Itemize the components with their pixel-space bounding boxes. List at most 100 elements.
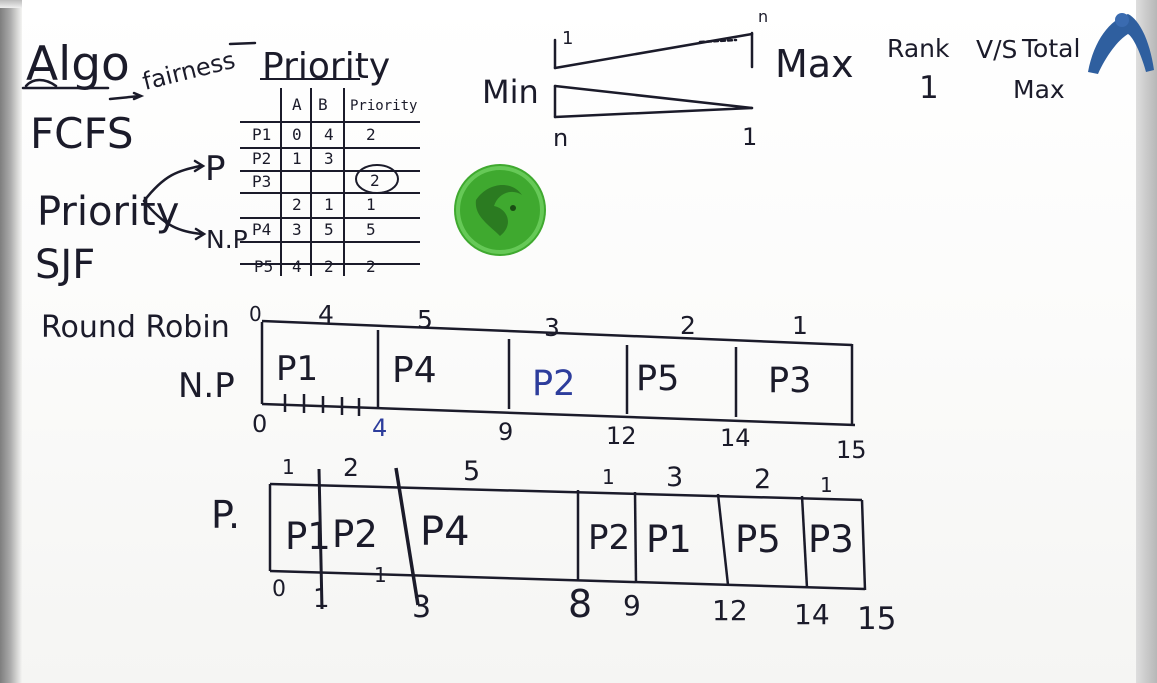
gantt-np-process-3: P2: [532, 364, 575, 404]
priority-branch-np: [142, 199, 204, 236]
gantt-np-label: N.P: [178, 366, 235, 406]
table-header-priority: Priority: [350, 98, 417, 114]
gantt-p-process-1: P1: [285, 515, 331, 558]
gantt-np-process-1: P1: [276, 349, 318, 389]
gantt-np-process-4: P5: [636, 359, 679, 399]
table-row-2-burst: 3: [324, 149, 334, 168]
table-row-1-priority: 2: [366, 125, 376, 144]
vs-label: V/S: [976, 35, 1017, 64]
table-row-3-process: P3: [252, 172, 271, 191]
gantt-p-process-2: P2: [332, 513, 378, 556]
gantt-np-time-4: 14: [720, 424, 751, 452]
fcfs-label: FCFS: [30, 109, 134, 158]
gantt-np-start-marker: 0: [249, 302, 262, 326]
gantt-p-priority-2: 2: [343, 453, 359, 482]
fcfs-arrow-line: [108, 94, 142, 101]
table-row-3-priority: 1: [366, 195, 376, 214]
priority-table-grid: [240, 88, 420, 276]
gantt-np-priority-2: 5: [417, 305, 433, 334]
gantt-p-time-1: 1: [313, 584, 330, 614]
gantt-p-priority-7: 1: [820, 473, 833, 497]
table-row-3-arrival: 2: [292, 195, 302, 214]
scale-bottom-left-value: n: [553, 124, 568, 152]
gantt-np-priority-5: 1: [792, 311, 808, 340]
priority-label: Priority: [37, 189, 179, 235]
scale-top-left-value: 1: [562, 28, 573, 49]
gantt-p-process-3: P4: [420, 509, 470, 555]
gantt-np-time-3: 12: [606, 422, 637, 450]
gantt-np-time-1: 4: [372, 414, 387, 442]
whiteboard-right-edge: [1136, 0, 1157, 683]
gantt-p-process-5: P1: [646, 518, 692, 561]
sjf-label: SJF: [35, 242, 95, 288]
gantt-np-time-0: 0: [252, 410, 267, 438]
gantt-np-time-5: 15: [836, 436, 867, 464]
gantt-p-process-6: P5: [735, 518, 781, 561]
table-row-1-burst: 4: [324, 125, 334, 144]
table-row-4-burst: 5: [324, 220, 334, 239]
fairness-label: fairness: [140, 46, 238, 96]
table-row-2-arrival: 1: [292, 149, 302, 168]
green-logo-icon: [454, 164, 546, 256]
gantt-p-time-6: 14: [794, 598, 830, 631]
gantt-p-time-5: 12: [712, 594, 748, 627]
gantt-np-time-2: 9: [498, 418, 513, 446]
gantt-p-label: P.: [211, 493, 240, 537]
gantt-p-time-3: 8: [568, 582, 592, 626]
scale-bottom-right-value: 1: [742, 123, 757, 151]
table-header-arrival: A: [292, 95, 302, 114]
gantt-p-process-7: P3: [808, 518, 854, 561]
gantt-np-priority-1: 4: [318, 300, 334, 329]
gantt-p-time-4: 9: [623, 589, 641, 622]
round-robin-label: Round Robin: [41, 310, 230, 345]
table-row-4-arrival: 3: [292, 220, 302, 239]
min-max-scale-drawing: [553, 31, 754, 119]
priority-branch-p-arrow: [193, 159, 206, 173]
gantt-np-process-2: P4: [392, 350, 437, 391]
gantt-np-box: [260, 319, 856, 427]
table-row-4-process: P4: [252, 220, 271, 239]
gantt-p-time-0: 0: [272, 577, 286, 602]
gantt-p-box: [268, 467, 867, 610]
table-row-2-priority: 2: [370, 171, 380, 190]
fairness-to-priority-line: [228, 41, 257, 46]
rank-label: Rank: [887, 34, 950, 63]
gantt-p-time-7: 15: [857, 601, 896, 637]
fcfs-arrow-head: [132, 91, 145, 101]
table-row-1-process: P1: [252, 125, 271, 144]
gantt-p-under-note: 1: [374, 563, 387, 587]
table-row-2-process: P2: [252, 149, 271, 168]
corner-logo-icon: [1088, 13, 1154, 74]
preemptive-label: P: [205, 149, 226, 189]
priority-branch-np-arrow: [194, 227, 207, 241]
gantt-p-priority-3: 5: [463, 456, 480, 487]
gantt-p-priority-6: 2: [754, 464, 771, 495]
total-value: Max: [1013, 75, 1065, 104]
table-row-3-burst: 1: [324, 195, 334, 214]
table-row-5-process: P5: [254, 257, 273, 276]
table-header-burst: B: [318, 95, 328, 114]
scale-max-label: Max: [775, 42, 854, 86]
priority-branch-p: [142, 164, 202, 203]
gantt-p-priority-1: 1: [282, 455, 295, 479]
non-preemptive-label: N.P: [206, 225, 248, 254]
table-row-5-priority: 2: [366, 257, 376, 276]
gantt-p-time-2: 3: [412, 590, 431, 625]
rank-value: 1: [919, 70, 939, 106]
table-row-5-burst: 2: [324, 257, 334, 276]
algo-underline: [24, 78, 58, 88]
priority-table-title: Priority: [262, 46, 390, 87]
scale-min-label: Min: [482, 73, 539, 111]
table-row-5-arrival: 4: [292, 257, 302, 276]
total-label: Total: [1021, 34, 1080, 63]
gantt-p-process-4: P2: [588, 518, 630, 558]
gantt-np-priority-4: 2: [680, 311, 696, 340]
gantt-np-priority-3: 3: [544, 313, 560, 342]
algo-label: Algo: [26, 37, 130, 92]
scale-top-right-value: n: [758, 7, 768, 26]
gantt-np-process-5: P3: [768, 361, 811, 401]
table-row-1-arrival: 0: [292, 125, 302, 144]
gantt-p-priority-5: 3: [666, 462, 683, 493]
